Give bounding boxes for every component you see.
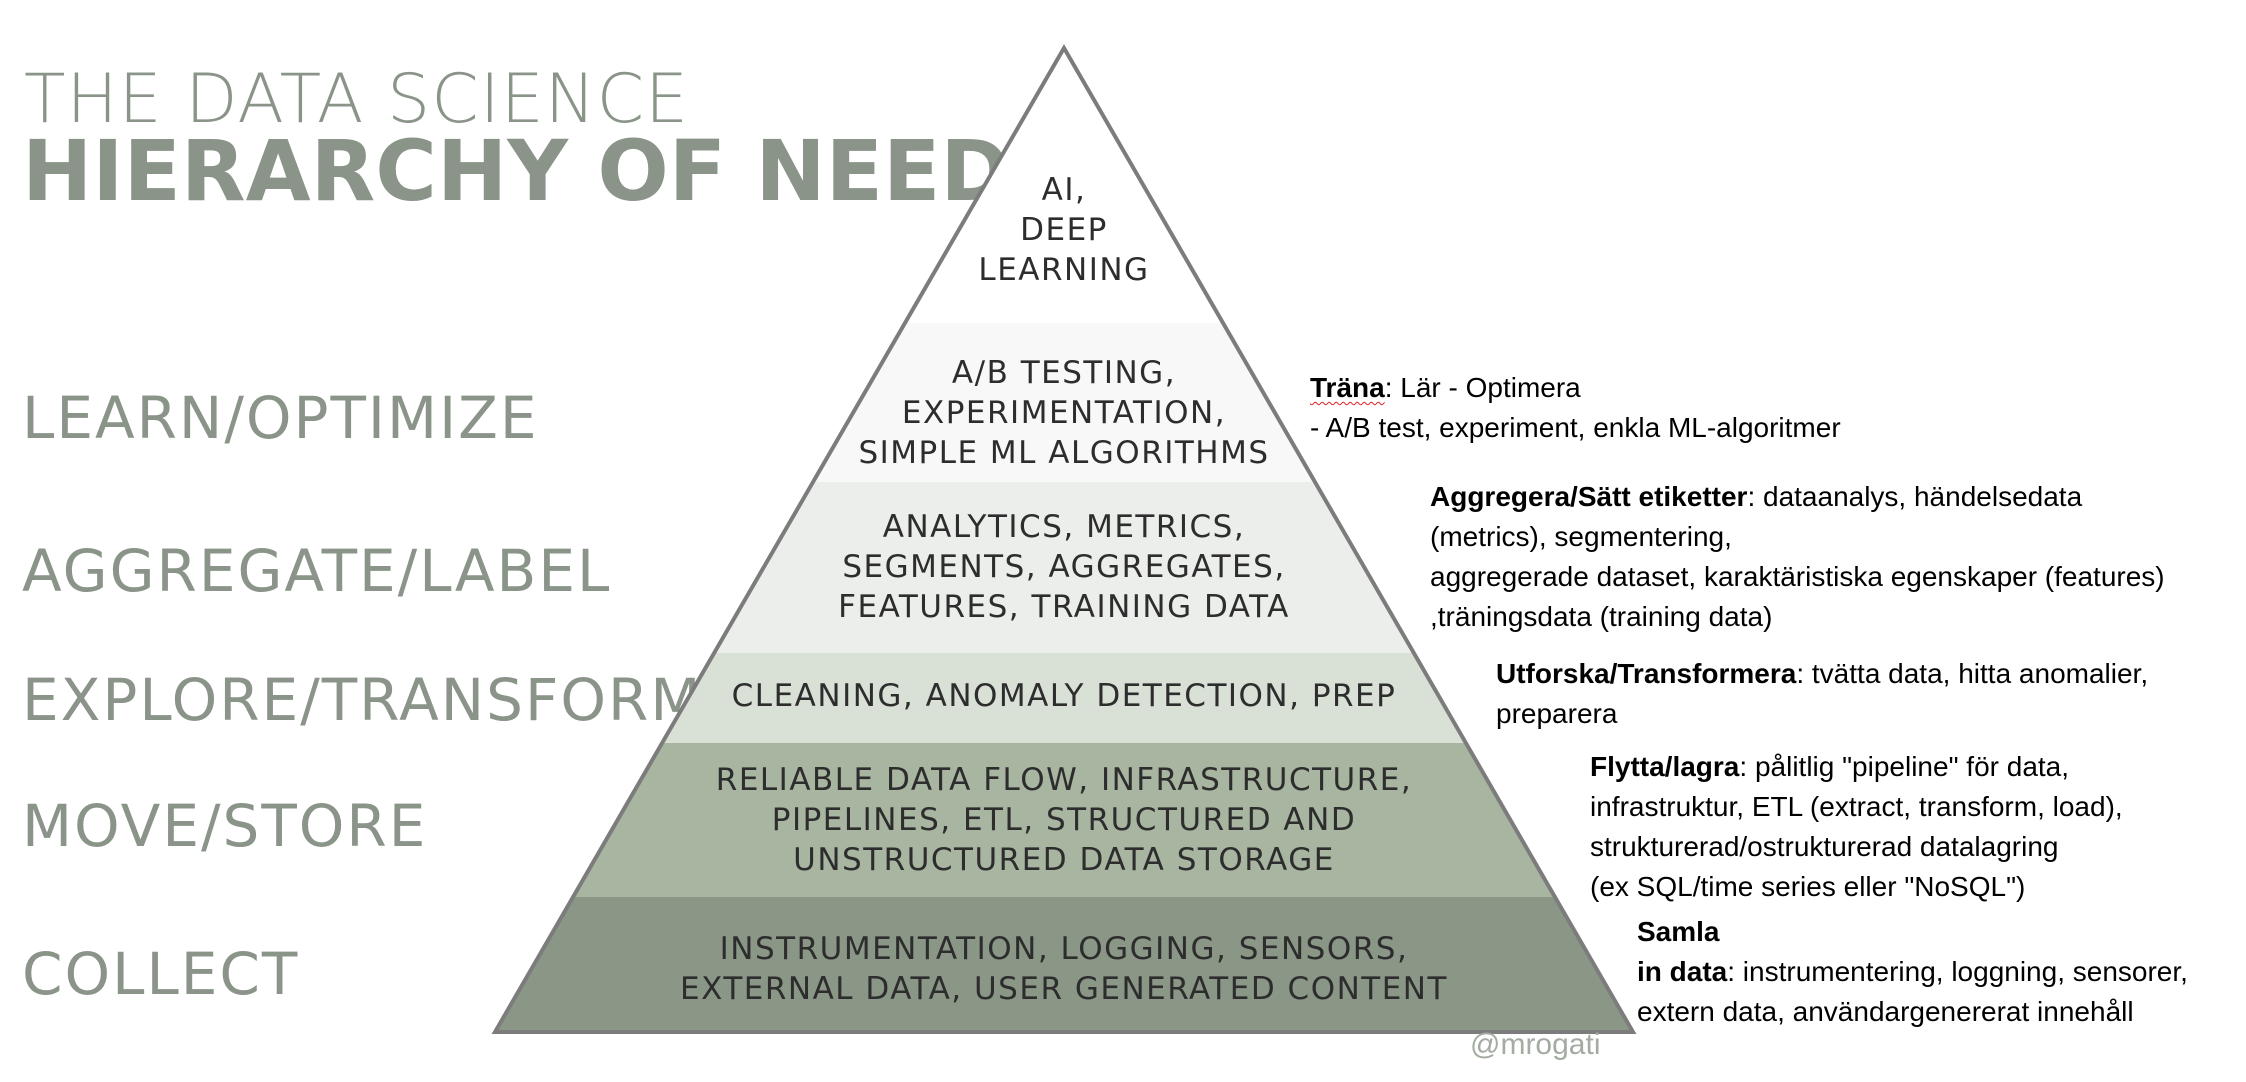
note-move: Flytta/lagra: pålitlig "pipeline" för da… <box>1590 751 2123 902</box>
note-explore: Utforska/Transformera: tvätta data, hitt… <box>1496 658 2149 729</box>
pyramid-layer-explore <box>662 653 1466 743</box>
layer-text-collect: INSTRUMENTATION, LOGGING, SENSORS, EXTER… <box>680 931 1448 1007</box>
title-line-1: THE DATA SCIENCE <box>24 60 690 139</box>
level-label-move-store: MOVE/STORE <box>22 792 428 860</box>
title-line-2: HIERARCHY OF NEEDS <box>22 122 1071 220</box>
layer-text-ai: AI, DEEP LEARNING <box>978 172 1150 288</box>
level-label-learn-optimize: LEARN/OPTIMIZE <box>22 384 539 452</box>
pyramid-layer-learn <box>813 323 1315 482</box>
note-learn: Träna: Lär - Optimera - A/B test, experi… <box>1310 372 1841 443</box>
level-label-explore-transform: EXPLORE/TRANSFORM <box>22 666 703 734</box>
note-aggregate: Aggregera/Sätt etiketter: dataanalys, hä… <box>1430 481 2165 632</box>
layer-text-move: RELIABLE DATA FLOW, INFRASTRUCTURE, PIPE… <box>715 762 1413 878</box>
pyramid-layer-move <box>573 743 1555 897</box>
pyramid-layer-aggregate <box>714 482 1414 653</box>
layer-text-explore: CLEANING, ANOMALY DETECTION, PREP <box>731 678 1397 714</box>
level-label-aggregate-label: AGGREGATE/LABEL <box>22 537 612 605</box>
pyramid-layer-collect <box>495 897 1633 1032</box>
layer-text-learn: A/B TESTING, EXPERIMENTATION, SIMPLE ML … <box>858 355 1270 471</box>
pyramid-outline <box>491 44 1637 1034</box>
watermark: @mrogati <box>1470 1028 1601 1061</box>
note-collect: Samla in data: instrumentering, loggning… <box>1637 916 2188 1027</box>
layer-text-aggregate: ANALYTICS, METRICS, SEGMENTS, AGGREGATES… <box>838 509 1290 625</box>
level-label-collect: COLLECT <box>22 940 300 1008</box>
pyramid-layer-ai <box>904 48 1224 323</box>
